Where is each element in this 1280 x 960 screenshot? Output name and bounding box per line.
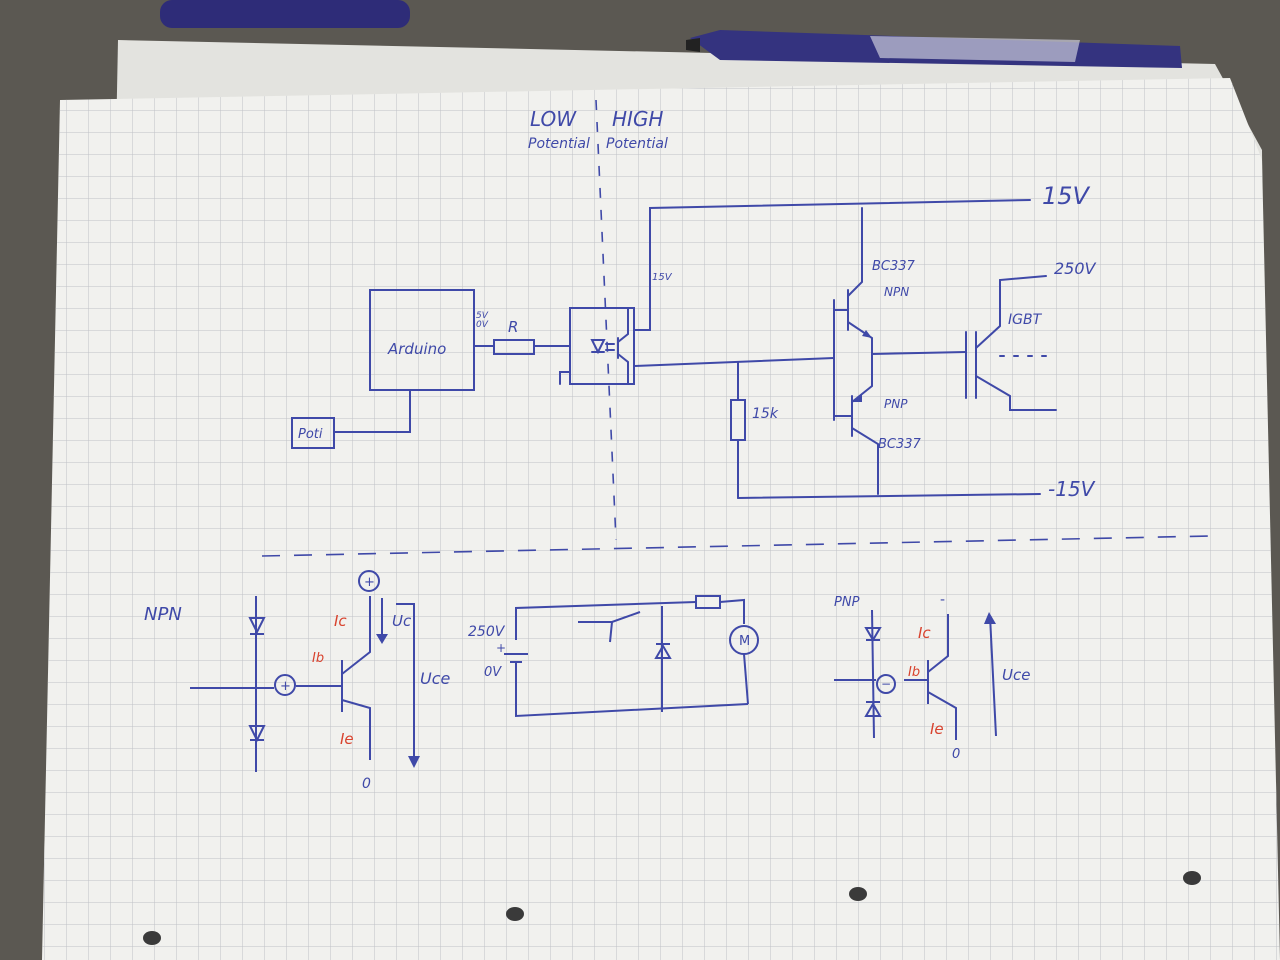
npn-uc-label: Uc: [392, 612, 412, 630]
pnp-ic-label: Ic: [918, 624, 931, 642]
motor-label: M: [739, 634, 750, 649]
pnp-type-label: PNP: [884, 397, 908, 411]
low-label: LOW: [530, 107, 577, 131]
arduino-label: Arduino: [387, 340, 446, 358]
npn-ib-label: Ib: [312, 651, 324, 666]
pnp-ib-label: Ib: [908, 665, 920, 680]
minus-15v-label: -15V: [1048, 477, 1096, 501]
pnp-emitter-arrow: [852, 394, 862, 402]
resistor-15k-label: 15k: [752, 406, 779, 422]
pnp-title: PNP: [834, 595, 860, 610]
pen-top-right: [686, 30, 1182, 68]
high-label: HIGH: [612, 107, 663, 131]
pnp-collector-minus: -: [940, 592, 945, 608]
npn-uc-arrow: [376, 634, 388, 644]
pnp-uce-label: Uce: [1002, 666, 1030, 684]
arduino-0v-label: 0V: [476, 320, 489, 330]
pnp-sketch-lines: [834, 609, 997, 740]
pnp-part-label: BC337: [878, 437, 922, 452]
low-potential-label: Potential: [528, 136, 590, 152]
npn-base-plus: +: [280, 679, 291, 694]
igbt-label: IGBT: [1008, 312, 1043, 328]
potential-divider: [595, 99, 617, 541]
npn-uce-arrow: [408, 756, 420, 768]
pen-top-left: [160, 0, 410, 28]
resistor-r-label: R: [508, 318, 518, 336]
npn-ie-label: Ie: [340, 730, 354, 748]
supply-0v-label: 0V: [484, 665, 502, 680]
npn-ic-label: Ic: [334, 612, 347, 630]
pnp-ie-label: Ie: [930, 720, 944, 738]
npn-collector-plus: +: [364, 575, 375, 590]
pnp-uce-arrow: [984, 612, 996, 624]
npn-zero-label: 0: [362, 776, 371, 792]
npn-title: NPN: [144, 604, 182, 625]
poti-label: Poti: [298, 427, 323, 442]
spiral-holes: [143, 871, 1201, 945]
plus-15v-label: 15V: [1042, 182, 1091, 210]
pnp-base-minus: −: [881, 677, 891, 691]
supply-plus-label: +: [496, 641, 506, 655]
high-potential-label: Potential: [606, 136, 668, 152]
chopper-sketch-lines: [504, 595, 759, 718]
supply-250v-label: 250V: [468, 624, 506, 640]
hv-250v-label: 250V: [1054, 259, 1097, 278]
pnp-zero-label: 0: [952, 747, 960, 762]
arduino-5v-label: 5V: [476, 311, 489, 321]
npn-uce-label: Uce: [420, 669, 451, 688]
npn-type-label: NPN: [884, 285, 909, 299]
npn-emitter-arrow: [862, 330, 872, 338]
npn-part-label: BC337: [872, 259, 916, 274]
opto-supply-label: 15V: [652, 272, 673, 283]
page-grid: [42, 78, 1280, 960]
top-circuit-wires: [291, 199, 1057, 499]
npn-sketch-lines: [190, 570, 415, 772]
